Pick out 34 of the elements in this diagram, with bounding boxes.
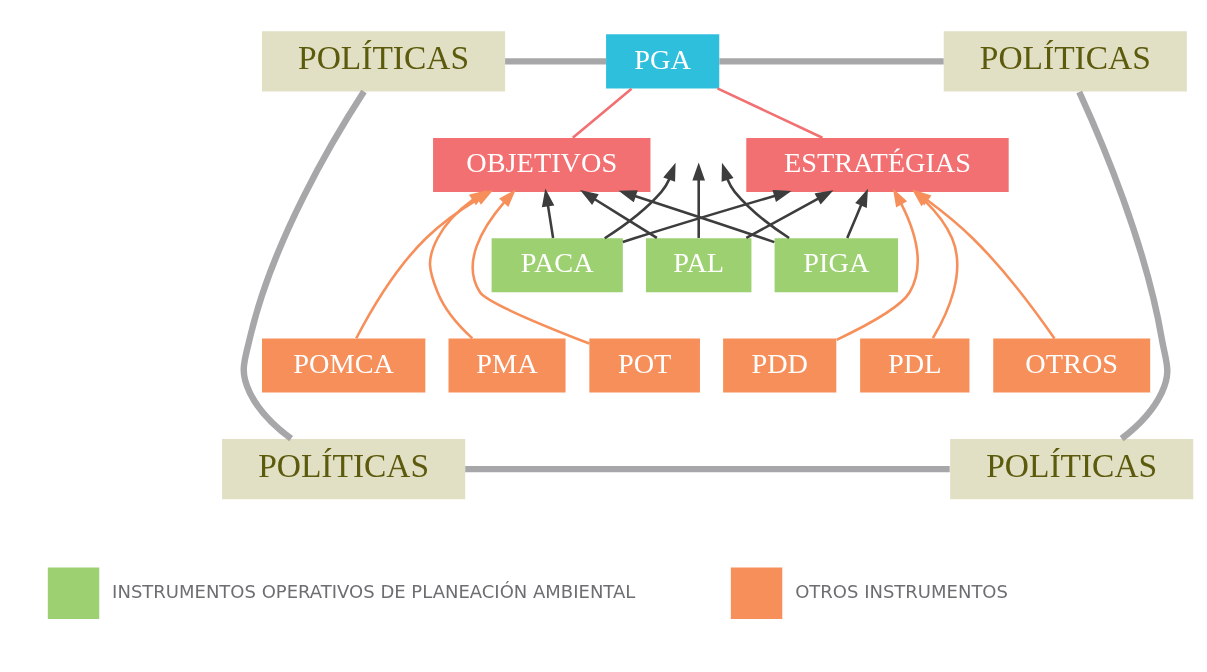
node-box: PDL [860, 338, 970, 393]
connector [465, 465, 950, 473]
arrow [836, 188, 919, 341]
legend-label: INSTRUMENTOS OPERATIVOS DE PLANEACIÓN AMBIENTAL [112, 581, 636, 603]
node-box: POMCA [262, 338, 426, 393]
connector [240, 89, 367, 442]
node-box: OTROS [993, 338, 1151, 393]
arrow [846, 188, 868, 239]
node-box: PMA [448, 338, 566, 393]
connector [571, 87, 633, 139]
connector [505, 58, 607, 65]
node-box: POLÍTICAS [950, 438, 1194, 500]
arrow [745, 190, 834, 240]
node-box: POLÍTICAS [262, 31, 506, 92]
arrow [541, 188, 555, 239]
node-box: PIGA [774, 238, 899, 293]
node-box: POLÍTICAS [943, 31, 1187, 92]
node-box: POLÍTICAS [222, 438, 466, 500]
node-box: ESTRATÉGIAS [746, 137, 1009, 192]
node-box: PGA [606, 34, 720, 89]
arrow [428, 190, 488, 340]
legend-label: OTROS INSTRUMENTOS [795, 581, 1008, 603]
arrow [721, 162, 790, 240]
arrow [692, 162, 705, 238]
node-box: POT [589, 338, 700, 393]
connector [1076, 90, 1171, 442]
node-box: PDD [723, 338, 837, 393]
node-box: PACA [491, 238, 623, 293]
connector [719, 58, 944, 65]
connector [716, 87, 823, 139]
arrow [580, 190, 658, 239]
arrow [604, 162, 676, 240]
node-box: OBJETIVOS [433, 137, 651, 192]
node-box: PAL [645, 238, 752, 293]
